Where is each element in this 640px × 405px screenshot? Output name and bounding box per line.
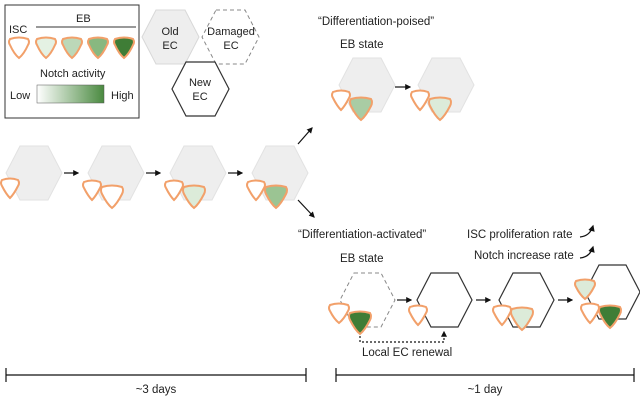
poised-isc-2 bbox=[410, 89, 430, 112]
activated-isc-2 bbox=[408, 304, 428, 327]
activated-title: “Differentiation-activated” bbox=[298, 229, 426, 241]
activated-eb-1 bbox=[348, 310, 372, 336]
activated-isc-4 bbox=[580, 302, 600, 325]
legend-eb-cell-2 bbox=[61, 36, 83, 60]
notch-rate-up-arrow bbox=[579, 245, 595, 259]
legend-low-label: Low bbox=[10, 90, 30, 102]
arrow-branch-up bbox=[297, 127, 313, 145]
legend-eb-label: EB bbox=[76, 13, 91, 25]
isc-rate-up-arrow bbox=[579, 224, 595, 238]
poised-title: “Differentiation-poised” bbox=[318, 16, 434, 28]
legend-notch-label: Notch activity bbox=[40, 68, 106, 80]
poised-eb-state-label: EB state bbox=[340, 39, 383, 51]
legend-eb-cell-4 bbox=[113, 36, 135, 60]
arrow-branch-down bbox=[297, 199, 315, 218]
notch-increase-rate-label: Notch increase rate bbox=[474, 250, 574, 262]
poised-isc-1 bbox=[331, 89, 351, 112]
legend-notch-gradient bbox=[36, 84, 105, 104]
stage4-isc bbox=[246, 179, 266, 202]
activated-isc-1 bbox=[328, 302, 350, 325]
legend-isc-label: ISC bbox=[9, 24, 27, 36]
legend-eb-cell-1 bbox=[35, 36, 57, 60]
legend-damaged-ec-line2: EC bbox=[223, 40, 238, 52]
local-ec-renewal-arrow bbox=[359, 330, 447, 343]
stage1-isc bbox=[0, 177, 20, 200]
stage1-old-ec bbox=[5, 145, 63, 201]
stage3-isc bbox=[164, 179, 184, 202]
stage2-eb bbox=[100, 184, 124, 210]
local-ec-renewal-label: Local EC renewal bbox=[362, 347, 452, 359]
stage4-eb bbox=[264, 184, 288, 210]
legend-new-ec bbox=[171, 61, 230, 117]
legend-high-label: High bbox=[111, 90, 134, 102]
legend-old-ec-line1: Old bbox=[161, 26, 178, 38]
activated-eb-state-label: EB state bbox=[340, 253, 383, 265]
activated-eb-4b bbox=[598, 304, 622, 330]
isc-proliferation-rate-label: ISC proliferation rate bbox=[467, 229, 572, 241]
legend-new-ec-line2: EC bbox=[192, 91, 207, 103]
legend-old-ec-line2: EC bbox=[162, 40, 177, 52]
legend-new-ec-line1: New bbox=[189, 77, 211, 89]
stage3-eb bbox=[182, 184, 206, 210]
activated-new-ec-1 bbox=[416, 272, 473, 328]
legend-damaged-ec-line1: Damaged bbox=[207, 26, 255, 38]
legend-isc-cell bbox=[8, 36, 30, 60]
poised-eb-1 bbox=[349, 96, 373, 122]
timeline-left-label: ~3 days bbox=[136, 384, 177, 396]
activated-eb-3 bbox=[510, 306, 534, 332]
stage2-isc bbox=[82, 179, 102, 202]
timeline-right-label: ~1 day bbox=[468, 384, 503, 396]
legend-eb-cell-3 bbox=[87, 36, 109, 60]
activated-eb-4a bbox=[574, 278, 596, 301]
poised-eb-2 bbox=[428, 96, 452, 122]
legend-damaged-ec bbox=[201, 9, 260, 65]
activated-isc-3 bbox=[492, 304, 512, 327]
